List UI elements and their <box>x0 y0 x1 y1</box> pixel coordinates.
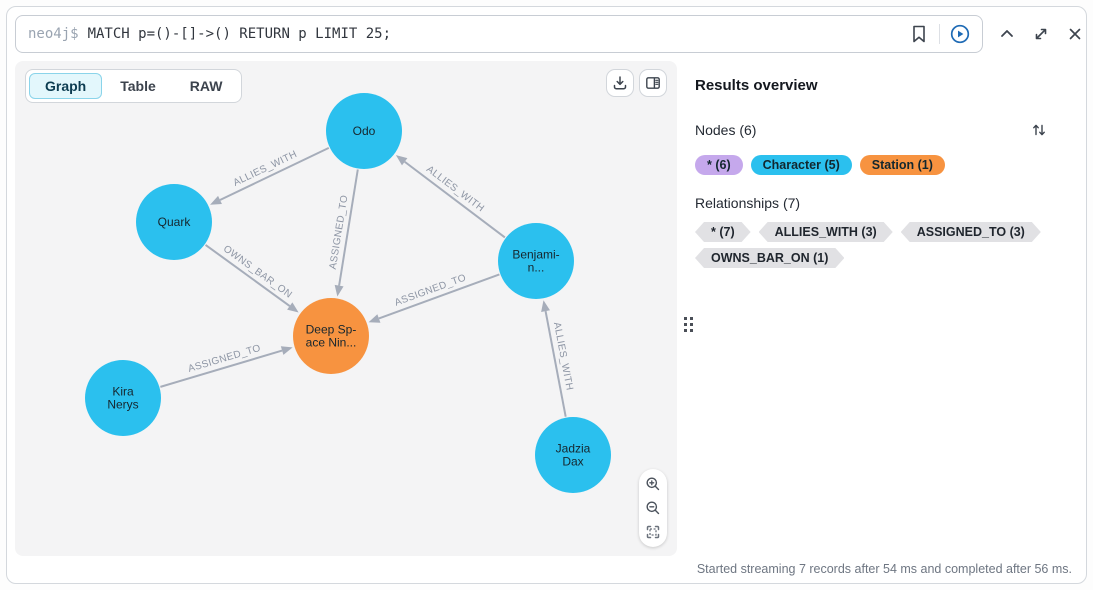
edge-arrowhead <box>287 302 299 313</box>
node-label: Quark <box>158 215 192 229</box>
node-label: Jadzia <box>556 442 591 456</box>
query-bar-separator <box>939 24 940 44</box>
run-query-button[interactable] <box>946 20 974 48</box>
relationship-pill[interactable]: ALLIES_WITH (3) <box>759 222 893 242</box>
zoom-fit-button[interactable] <box>641 521 665 543</box>
side-panel-toggle-button[interactable] <box>639 69 667 97</box>
panel-layout-icon <box>646 77 660 89</box>
edge-arrowhead <box>368 314 381 323</box>
node-pill[interactable]: Character (5) <box>750 155 852 175</box>
graph-node-jadzia[interactable] <box>535 417 611 493</box>
node-label-pills: * (6) Character (5) Station (1) <box>695 155 1075 175</box>
node-label: ace Nin... <box>306 336 357 350</box>
graph-node-ds9[interactable] <box>293 298 369 374</box>
edge-arrowhead <box>210 195 222 205</box>
bookmark-button[interactable] <box>905 20 933 48</box>
node-pill[interactable]: * (6) <box>695 155 743 175</box>
play-circle-icon <box>950 24 970 44</box>
download-button[interactable] <box>606 69 634 97</box>
edge-benjamin-ds9[interactable] <box>378 273 500 320</box>
status-message: Started streaming 7 records after 54 ms … <box>696 562 1072 576</box>
node-label: Kira <box>112 385 134 399</box>
graph-node-benjamin[interactable] <box>498 223 574 299</box>
edge-odo-ds9[interactable] <box>338 169 359 286</box>
relationship-pill[interactable]: ASSIGNED_TO (3) <box>901 222 1041 242</box>
close-button[interactable] <box>1061 20 1089 48</box>
edge-arrowhead <box>280 346 293 355</box>
relationship-pill[interactable]: OWNS_BAR_ON (1) <box>695 248 844 268</box>
tab-graph[interactable]: Graph <box>29 73 103 99</box>
zoom-controls <box>639 469 667 547</box>
collapse-button[interactable] <box>993 20 1021 48</box>
edge-arrowhead <box>541 300 550 312</box>
panel-resize-handle[interactable] <box>684 317 697 335</box>
bookmark-icon <box>913 25 925 43</box>
edge-kira-ds9[interactable] <box>160 349 283 388</box>
node-label: n... <box>528 261 545 275</box>
query-editor[interactable]: neo4j$ MATCH p=()-[]->() RETURN p LIMIT … <box>15 15 983 53</box>
edge-arrowhead <box>395 155 408 166</box>
results-overview-panel: Results overview Nodes (6) * (6) Characte… <box>683 61 1081 562</box>
tab-table[interactable]: Table <box>104 73 172 99</box>
chevron-up-icon <box>1001 30 1013 37</box>
zoom-in-icon <box>646 477 660 491</box>
sort-arrows-icon <box>1033 124 1045 136</box>
edge-odo-quark[interactable] <box>219 146 330 201</box>
edge-quark-ds9[interactable] <box>204 244 291 307</box>
relationship-pill[interactable]: * (7) <box>695 222 751 242</box>
node-label: Benjami- <box>512 248 559 262</box>
query-prompt: neo4j$ <box>28 26 79 42</box>
sort-button[interactable] <box>1025 116 1053 144</box>
edge-label: OWNS_BAR_ON <box>221 244 294 301</box>
fit-to-screen-icon <box>646 525 660 539</box>
graph-node-odo[interactable] <box>326 93 402 169</box>
edge-label: ALLIES_WITH <box>232 149 299 189</box>
edge-benjamin-odo[interactable] <box>404 160 506 239</box>
expand-icon <box>1035 28 1047 40</box>
zoom-out-icon <box>646 501 660 515</box>
node-label: Deep Sp- <box>306 323 357 337</box>
node-label: Nerys <box>107 398 138 412</box>
zoom-out-button[interactable] <box>641 497 665 519</box>
graph-node-quark[interactable] <box>136 184 212 260</box>
expand-button[interactable] <box>1027 20 1055 48</box>
node-label: Odo <box>353 124 376 138</box>
edge-jadzia-benjamin[interactable] <box>544 310 567 417</box>
close-icon <box>1069 28 1081 40</box>
node-pill[interactable]: Station (1) <box>859 155 945 175</box>
results-overview-title: Results overview <box>695 77 818 94</box>
download-icon <box>613 76 627 90</box>
zoom-in-button[interactable] <box>641 473 665 495</box>
result-frame: neo4j$ MATCH p=()-[]->() RETURN p LIMIT … <box>6 6 1087 584</box>
relationship-type-pills: * (7) ALLIES_WITH (3) ASSIGNED_TO (3) OWNS_… <box>695 222 1045 268</box>
graph-node-kira[interactable] <box>85 360 161 436</box>
nodes-heading: Nodes (6) <box>695 122 757 138</box>
node-label: Dax <box>562 455 583 469</box>
relationships-heading: Relationships (7) <box>695 195 801 211</box>
query-input[interactable]: MATCH p=()-[]->() RETURN p LIMIT 25; <box>87 26 392 42</box>
edge-label: ALLIES_WITH <box>424 164 486 215</box>
tab-raw[interactable]: RAW <box>174 73 239 99</box>
edge-arrowhead <box>334 284 344 297</box>
